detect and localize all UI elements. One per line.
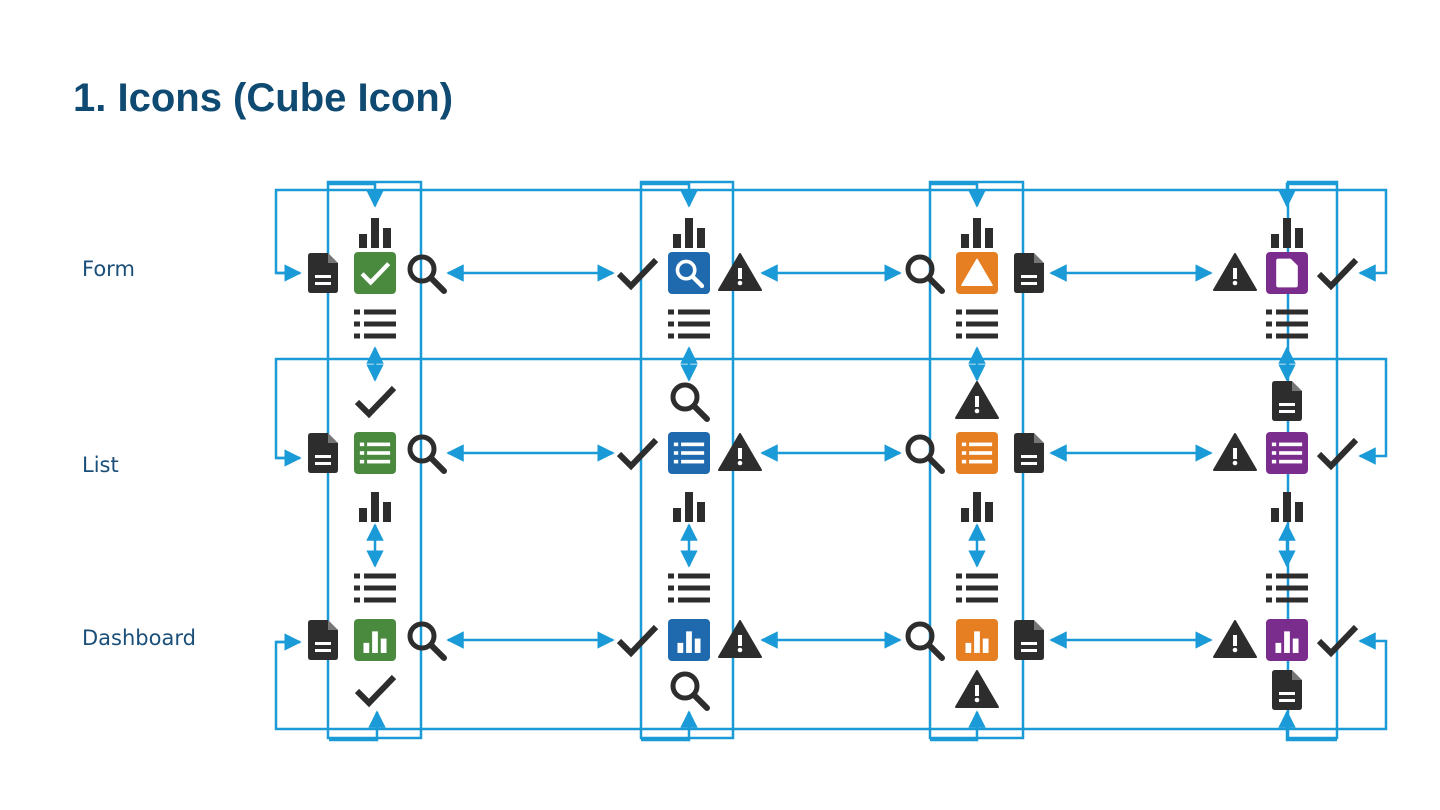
column-bottom-arrow-3 — [930, 710, 986, 742]
document-icon — [1276, 258, 1298, 288]
list-icon — [1266, 573, 1308, 603]
check-icon — [616, 437, 659, 471]
search-icon — [905, 254, 945, 294]
check-icon — [354, 674, 397, 708]
bar-chart-icon — [961, 492, 993, 522]
column-top-arrow-2 — [641, 182, 698, 208]
bar-chart-icon — [1271, 218, 1303, 248]
search-icon — [670, 671, 710, 711]
warning-icon — [955, 670, 999, 708]
column-bottom-arrow-4 — [1278, 710, 1337, 742]
column-bottom-arrow-1 — [329, 710, 386, 742]
document-icon — [308, 433, 338, 473]
bar-chart-icon — [1271, 492, 1303, 522]
search-icon — [407, 254, 447, 294]
document-icon — [1014, 620, 1044, 660]
warning-icon — [1213, 620, 1257, 658]
list-icon — [359, 442, 391, 464]
list-icon — [961, 442, 993, 464]
list-icon — [956, 309, 998, 339]
row-loop-list — [274, 357, 1388, 465]
bar-chart-icon — [359, 492, 391, 522]
document-icon — [1014, 433, 1044, 473]
row-label-dashboard: Dashboard — [82, 626, 196, 650]
check-icon — [354, 385, 397, 419]
bar-chart-icon — [673, 492, 705, 522]
warning-icon — [1213, 433, 1257, 471]
search-icon — [905, 434, 945, 474]
warning-icon — [955, 381, 999, 419]
bar-chart-icon — [1275, 631, 1299, 653]
document-icon — [1014, 253, 1044, 293]
warning-icon — [718, 253, 762, 291]
warning-icon — [718, 620, 762, 658]
check-icon — [616, 257, 659, 291]
list-icon — [354, 573, 396, 603]
document-icon — [308, 253, 338, 293]
warning-icon — [718, 433, 762, 471]
document-icon — [1272, 670, 1302, 710]
column-top-arrow-4 — [1278, 182, 1337, 208]
list-icon — [668, 573, 710, 603]
list-icon — [1266, 309, 1308, 339]
column-bottom-arrow-2 — [641, 710, 698, 742]
row-label-list: List — [82, 453, 119, 477]
check-icon — [616, 624, 659, 658]
bar-chart-icon — [359, 218, 391, 248]
search-icon — [675, 259, 705, 289]
list-icon — [1271, 442, 1303, 464]
bar-chart-icon — [673, 218, 705, 248]
bar-chart-icon — [677, 631, 701, 653]
column-top-arrow-1 — [329, 182, 384, 208]
check-icon — [1316, 437, 1359, 471]
document-icon — [1272, 381, 1302, 421]
cube-search-tile — [668, 252, 710, 294]
row-label-form: Form — [82, 257, 135, 281]
search-icon — [905, 621, 945, 661]
document-icon — [308, 620, 338, 660]
list-icon — [673, 442, 705, 464]
cube-check-tile — [354, 252, 396, 294]
warning-icon — [1213, 253, 1257, 291]
check-icon — [360, 262, 391, 286]
warning-icon — [961, 258, 993, 286]
bar-chart-icon — [961, 218, 993, 248]
check-icon — [1316, 257, 1359, 291]
list-icon — [668, 309, 710, 339]
list-icon — [956, 573, 998, 603]
bar-chart-icon — [363, 631, 387, 653]
page-title: 1. Icons (Cube Icon) — [73, 76, 454, 120]
check-icon — [1316, 624, 1359, 658]
bar-chart-icon — [965, 631, 989, 653]
search-icon — [407, 434, 447, 474]
search-icon — [670, 382, 710, 422]
row-loop-form — [274, 188, 1388, 282]
search-icon — [407, 621, 447, 661]
list-icon — [354, 309, 396, 339]
column-top-arrow-3 — [930, 182, 986, 208]
